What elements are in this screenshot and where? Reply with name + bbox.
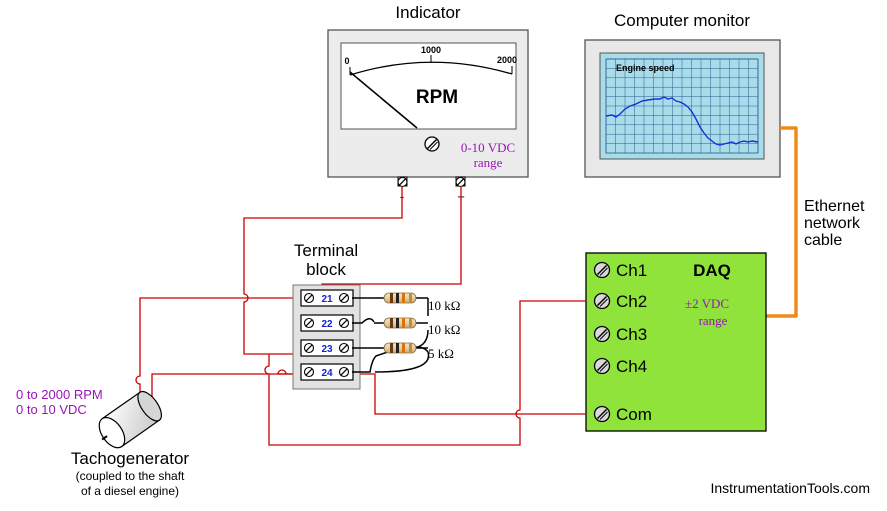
indicator: Indicator 0 1000 2000 RPM 0-10 VDC range… (327, 3, 529, 204)
signal-wires (135, 186, 586, 446)
indicator-dial-face (340, 42, 517, 130)
terminal-number: 23 (321, 344, 333, 355)
wire-daq-ch2-to-t23 (264, 300, 586, 446)
daq-ch4-label: Ch4 (616, 357, 647, 376)
network-label-line3: cable (804, 232, 842, 249)
terminal-block: Terminal block 21 22 23 24 (292, 241, 361, 390)
daq-ch2-label: Ch2 (616, 292, 647, 311)
indicator-terminal-pos-screw-icon (455, 176, 466, 188)
daq-title: DAQ (693, 261, 731, 280)
tacho-name: Tachogenerator (71, 449, 189, 468)
terminal-screw-right-icon (338, 292, 350, 304)
resistor-network: 10 kΩ 10 kΩ 5 kΩ (352, 292, 460, 373)
daq-range-line1: ±2 VDC (685, 296, 729, 311)
daq-ch3-label: Ch3 (616, 325, 647, 344)
indicator-title: Indicator (395, 3, 461, 22)
terminal-screw-right-icon (338, 342, 350, 354)
indicator-needle (349, 71, 418, 129)
terminal-screw-left-icon (303, 292, 315, 304)
terminal-screw-right-icon (338, 317, 350, 329)
daq-unit: DAQ Ch1 Ch2 Ch3 Ch4 Com ±2 VDC range (585, 252, 767, 432)
daq-ch4-screw-icon (593, 357, 611, 375)
trend-frame (605, 58, 759, 154)
terminal-screw-left-icon (303, 342, 315, 354)
terminal-number: 24 (321, 368, 333, 379)
terminal-number: 22 (321, 319, 333, 330)
tacho-note-line1: (coupled to the shaft (76, 469, 185, 483)
res2-lead-left (352, 318, 375, 324)
watermark-text: InstrumentationTools.com (710, 480, 870, 496)
terminal-24: 24 (300, 363, 354, 381)
daq-com-label: Com (616, 405, 652, 424)
wire-indicator-neg-to-t23 (243, 186, 403, 355)
zero-adjust-screw-icon[interactable] (424, 136, 440, 152)
daq-ch1-label: Ch1 (616, 261, 647, 280)
daq-ch3-screw-icon (593, 325, 611, 343)
res2-to-res3-link (414, 329, 429, 349)
terminal-screw-left-icon (303, 366, 315, 378)
wire-tacho-to-t24 (151, 373, 303, 399)
daq-housing (585, 252, 767, 432)
resistor-r3-value: 5 kΩ (428, 346, 454, 361)
indicator-scale-min: 0 (344, 56, 349, 66)
indicator-range-line1: 0-10 VDC (461, 140, 515, 155)
resistor-r2 (373, 317, 429, 329)
indicator-scale-arc (349, 61, 513, 76)
ethernet-cable: Ethernet network cable (766, 126, 865, 318)
wire-t21-to-tacho (135, 297, 303, 406)
terminal-21: 21 (300, 289, 354, 307)
network-label-line2: network (804, 215, 861, 232)
ethernet-cable-line (766, 126, 798, 318)
resistor-r2-value: 10 kΩ (428, 322, 460, 337)
daq-com-screw-icon (593, 405, 611, 423)
indicator-terminal-neg-screw-icon (397, 176, 408, 188)
terminal-block-title-line1: Terminal (294, 241, 358, 260)
terminal-screw-left-icon (303, 317, 315, 329)
tacho-range-line2: 0 to 10 VDC (16, 402, 87, 417)
tachogenerator: 0 to 2000 RPM 0 to 10 VDC Tachogenerator… (16, 387, 189, 498)
resistor-r1-value: 10 kΩ (428, 298, 460, 313)
terminal-22: 22 (300, 314, 354, 332)
tachogenerator-body (98, 390, 163, 449)
terminal-block-title-line2: block (306, 260, 346, 279)
engine-speed-trend-line (605, 96, 759, 146)
terminal-23: 23 (300, 339, 354, 357)
indicator-scale-mid: 1000 (421, 45, 441, 55)
tacho-note-line2: of a diesel engine) (81, 484, 179, 498)
daq-range-line2: range (699, 313, 728, 328)
indicator-range-line2: range (474, 155, 503, 170)
tacho-range-line1: 0 to 2000 RPM (16, 387, 103, 402)
indicator-scale-max: 2000 (497, 55, 517, 65)
network-label-line1: Ethernet (804, 198, 865, 215)
computer-monitor: Computer monitor Engine speed (584, 11, 781, 178)
resistor-r1 (373, 292, 429, 304)
terminal-number: 21 (321, 294, 333, 305)
trend-grid (605, 58, 759, 153)
terminal-screw-right-icon (338, 366, 350, 378)
daq-ch1-screw-icon (593, 261, 611, 279)
monitor-title: Computer monitor (614, 11, 750, 30)
indicator-unit: RPM (416, 87, 458, 108)
resistor-r3 (373, 342, 429, 354)
trend-title: Engine speed (616, 63, 675, 73)
daq-ch2-screw-icon (593, 292, 611, 310)
